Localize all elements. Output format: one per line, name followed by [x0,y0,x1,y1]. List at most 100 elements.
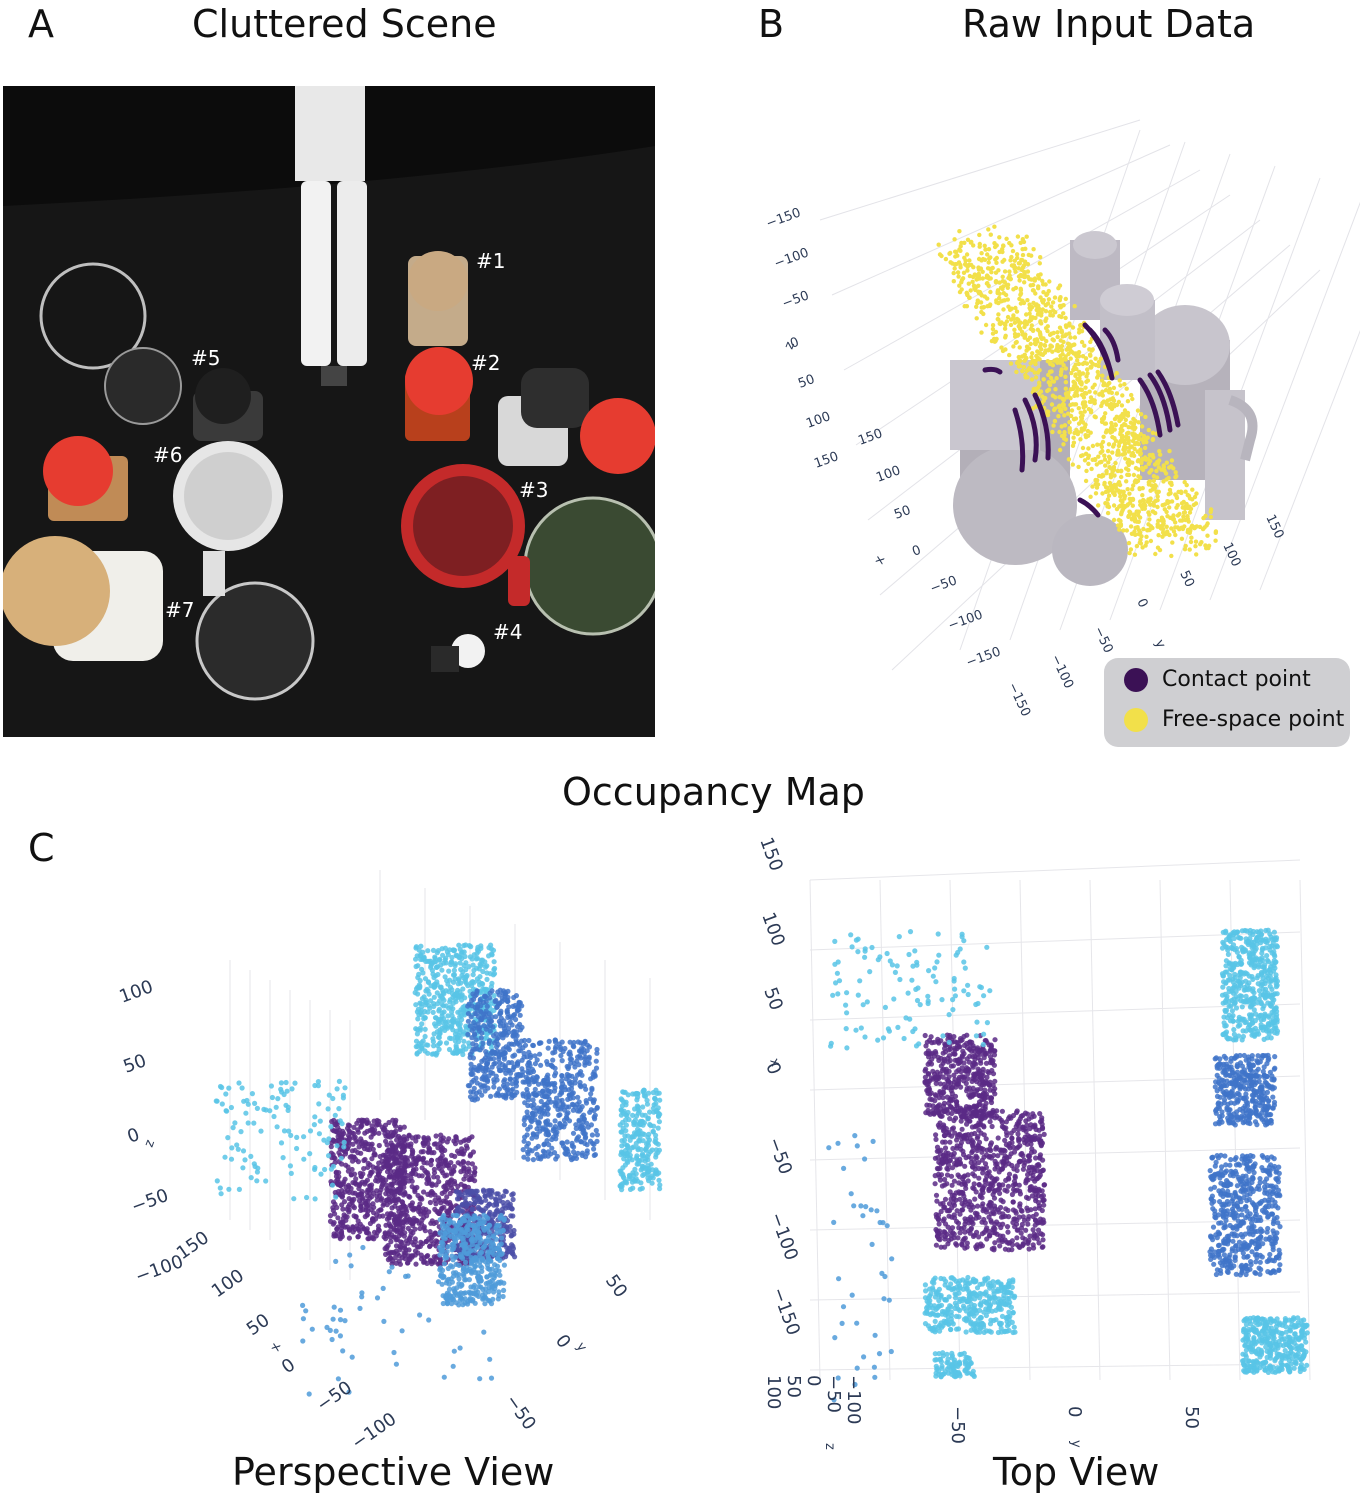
free-space-point [1059,314,1064,320]
free-space-point [1083,385,1088,390]
occupancy-point [400,1168,406,1174]
free-space-point [1069,370,1074,376]
occupancy-point [640,1138,646,1144]
occupancy-point [501,1280,507,1286]
free-space-point [1059,348,1065,353]
occupancy-point [391,1121,398,1127]
occupancy-point [567,1039,573,1045]
free-space-point [1032,337,1037,343]
occupancy-point [392,1255,398,1261]
occupancy-point [375,1172,382,1178]
occupancy-point [445,1244,451,1250]
free-space-point [1145,528,1150,533]
occupancy-point [348,1172,354,1178]
label-object-6: #6 [153,443,182,467]
occupancy-point [491,993,497,999]
occupancy-point [382,1246,388,1252]
occupancy-point [588,1091,594,1097]
b-ticks-tick-5: 100 [804,409,832,432]
occupancy-point [538,1156,544,1162]
occupancy-point [427,1257,433,1263]
free-space-point [1024,234,1029,239]
occupancy-point [413,1134,419,1140]
occupancy-point [470,1298,476,1304]
occupancy-point [642,1112,648,1118]
occupancy-point [593,1127,599,1134]
occupancy-point [505,1199,511,1205]
occupancy-point [446,1046,453,1053]
occupancy-point [440,1300,446,1307]
free-space-point [1120,452,1125,457]
free-space-point [1063,366,1069,371]
free-space-point [1147,470,1152,475]
free-space-point [1076,464,1081,470]
occupancy-point [549,1136,555,1143]
occupancy-point [476,1028,482,1034]
occupancy-point [571,1044,577,1050]
free-space-point [1079,339,1085,345]
free-space-point [1169,458,1175,463]
occupancy-point [477,1047,483,1053]
free-space-point [1048,343,1053,348]
occupancy-point [465,1018,471,1024]
occupancy-point [366,1235,372,1242]
free-space-point [1124,437,1129,442]
occupancy-point [467,1153,473,1159]
occupancy-point [576,1117,582,1123]
free-space-point [1033,291,1038,296]
occupancy-point [649,1173,655,1179]
free-space-point [1095,482,1101,487]
free-space-point [1137,540,1143,545]
label-object-7: #7 [165,598,194,622]
occupancy-point [481,1023,487,1029]
occupancy-point [631,1134,637,1140]
occupancy-point [485,1067,491,1073]
occupancy-point [466,1135,473,1142]
occupancy-point [558,1053,564,1059]
occupancy-point [471,1196,477,1202]
free-space-point [1128,444,1133,449]
free-space-point [1069,349,1075,355]
occupancy-point [490,1296,496,1302]
free-space-point [1061,442,1066,447]
occupancy-point [483,1286,489,1292]
free-space-point [986,276,992,281]
occupancy-point [404,1172,410,1179]
occupancy-point [593,1065,600,1071]
occupancy-point [450,1000,456,1006]
free-space-point [1183,517,1188,523]
occupancy-point [392,1192,398,1198]
occupancy-point [443,955,449,961]
occupancy-point [636,1158,642,1164]
occupancy-point [656,1177,662,1183]
free-space-point [1003,292,1009,298]
occupancy-point [236,1080,242,1086]
b-ticks-tick-15: −100 [1047,652,1076,691]
occupancy-point [479,1249,485,1255]
free-space-point [1002,269,1008,274]
occupancy-point [508,1213,514,1219]
free-space-point [1086,461,1091,466]
free-space-point [1083,478,1089,484]
free-space-point [1027,311,1032,316]
occupancy-point [542,1149,548,1155]
occupancy-point [345,1168,351,1174]
b-axis-z: z [782,340,798,352]
occupancy-point [352,1180,358,1186]
occupancy-point [544,1107,550,1113]
free-space-point [965,268,970,273]
occupancy-point [513,1016,519,1023]
occupancy-point [425,1135,431,1141]
occupancy-point [489,980,495,986]
free-space-point [1169,482,1174,487]
occupancy-point [508,1087,514,1094]
free-space-point [1138,451,1144,456]
free-space-point [1016,364,1022,369]
occupancy-point [333,1122,339,1128]
free-space-point [1063,315,1068,321]
occupancy-point [382,1127,388,1133]
free-space-point [1159,518,1164,523]
free-space-point [1132,552,1138,557]
occupancy-point [649,1147,655,1153]
occupancy-point [463,1173,469,1179]
